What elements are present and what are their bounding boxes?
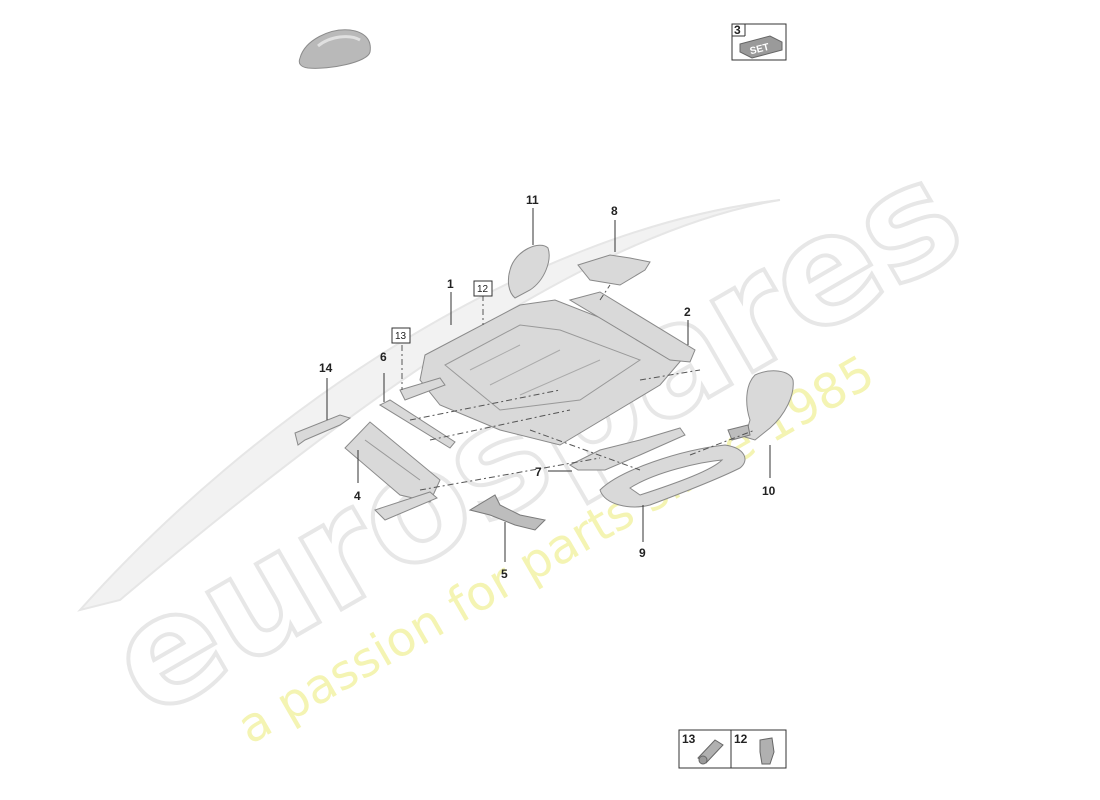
part-trim-14[interactable] [294, 414, 352, 446]
callout-13-boxed[interactable]: 13 [391, 327, 411, 344]
assembly-line [639, 369, 701, 381]
set-badge-text: SET [749, 42, 771, 57]
part-strip-6[interactable] [378, 399, 456, 449]
callout-5[interactable]: 5 [501, 567, 508, 581]
part-lever-7[interactable] [568, 427, 686, 471]
callout-1[interactable]: 1 [447, 277, 454, 291]
assembly-line [409, 389, 561, 421]
assembly-line [529, 429, 641, 471]
callout-2[interactable]: 2 [684, 305, 691, 319]
callout-13: 13 [395, 331, 407, 342]
set-badge[interactable]: 3 SET [731, 23, 787, 61]
part-seat-frame[interactable] [419, 299, 691, 446]
part-cap-4[interactable] [374, 491, 438, 521]
part-side-panel-9[interactable] [599, 444, 746, 508]
callout-12: 12 [477, 284, 489, 295]
legend-item-13[interactable]: 13 [678, 729, 732, 769]
legend-item-12[interactable]: 12 [730, 729, 787, 769]
clip-13-icon [697, 739, 724, 765]
assembly-line [429, 409, 571, 441]
assembly-line [689, 429, 756, 456]
legend-number-13: 13 [682, 732, 696, 746]
part-seat-rail[interactable] [568, 291, 696, 363]
callout-8[interactable]: 8 [611, 204, 618, 218]
assembly-line [419, 457, 601, 491]
part-bracket-5[interactable] [468, 494, 547, 531]
part-cover-11[interactable] [507, 244, 550, 299]
set-badge-number: 3 [734, 23, 741, 37]
callout-4[interactable]: 4 [354, 489, 361, 503]
vehicle-thumbnail [298, 29, 371, 69]
part-slider-13[interactable] [399, 377, 446, 401]
callout-14[interactable]: 14 [319, 361, 333, 375]
part-cover-10[interactable] [727, 370, 794, 441]
callout-11[interactable]: 11 [526, 193, 539, 207]
legend-number-12: 12 [734, 732, 748, 746]
callout-6[interactable]: 6 [380, 350, 387, 364]
callout-10[interactable]: 10 [762, 484, 776, 498]
assembly-line [599, 284, 611, 301]
clip-12-icon [759, 737, 775, 765]
callout-12-boxed[interactable]: 12 [473, 280, 493, 297]
callout-9[interactable]: 9 [639, 546, 646, 560]
part-cover-4[interactable] [344, 421, 441, 503]
part-bracket-8[interactable] [577, 254, 651, 286]
callout-7[interactable]: 7 [535, 465, 542, 479]
